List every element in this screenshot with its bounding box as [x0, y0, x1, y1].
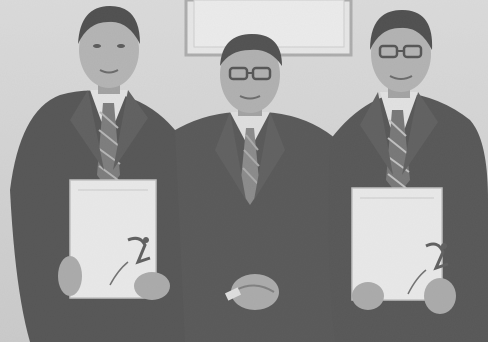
grayscale-photo: [0, 0, 488, 342]
photo-grain: [0, 0, 488, 342]
photo-scene: [0, 0, 488, 342]
